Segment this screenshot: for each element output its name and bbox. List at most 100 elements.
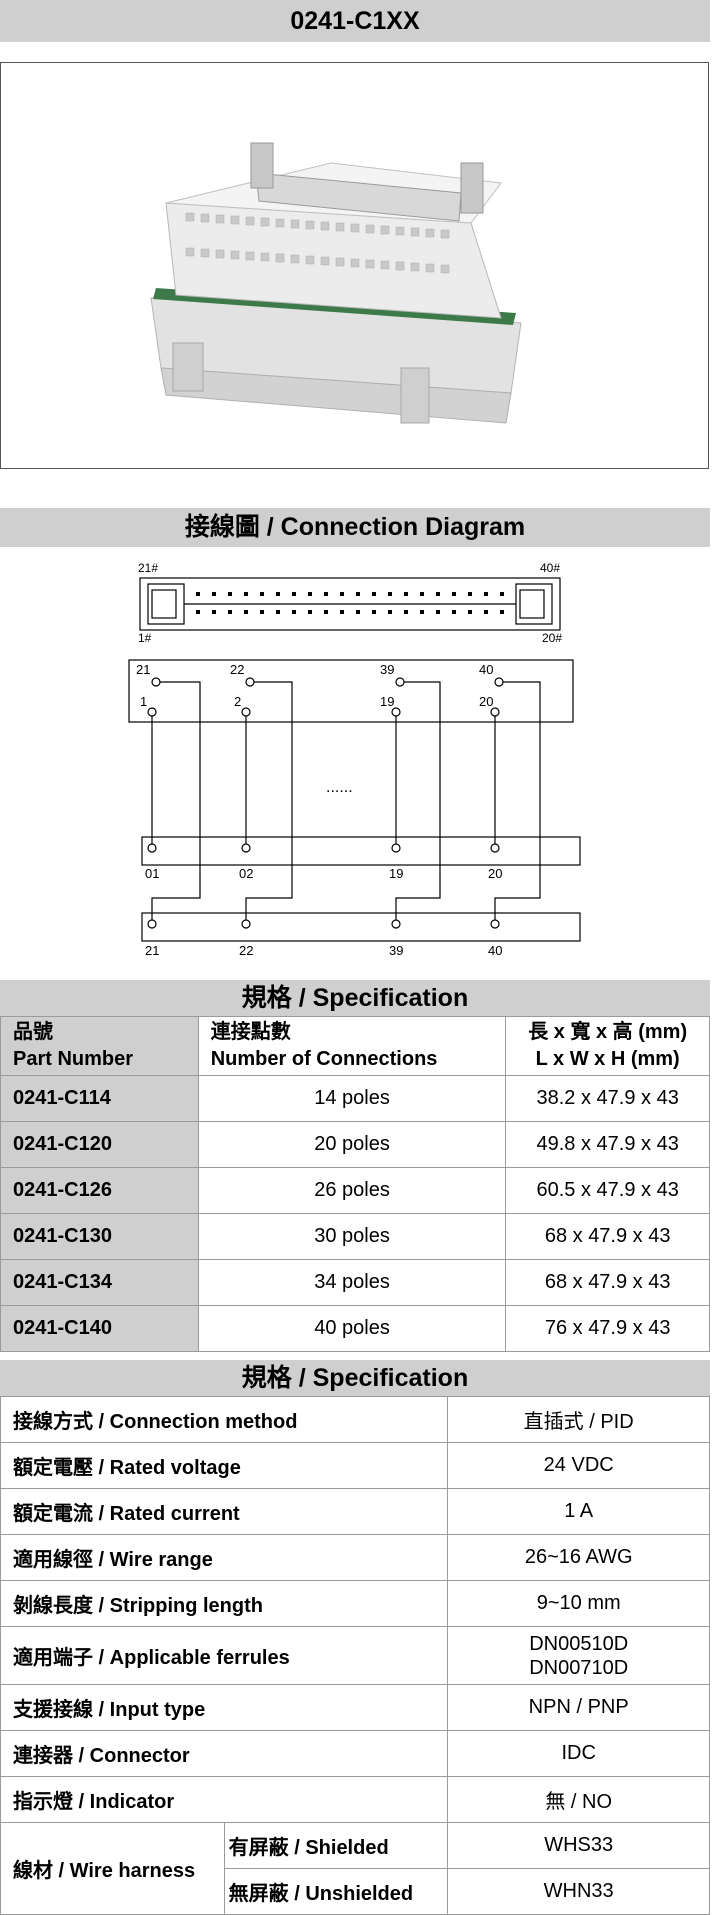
- part-number: 0241-C130: [0, 1213, 199, 1260]
- part-number: 0241-C134: [0, 1259, 199, 1306]
- ellipsis: ......: [326, 779, 353, 796]
- spec-label: 額定電流 / Rated current: [0, 1488, 449, 1535]
- spec-label: 連接器 / Connector: [0, 1730, 449, 1777]
- wire-harness-label: 線材 / Wire harness: [0, 1822, 225, 1915]
- spec-label: 支援接線 / Input type: [0, 1684, 449, 1731]
- table-row: 0241-C130 30 poles 68 x 47.9 x 43: [0, 1213, 710, 1260]
- spec-value: 無 / NO: [447, 1776, 710, 1823]
- header-connections-en: Number of Connections: [210, 1048, 438, 1070]
- spec-value: 直插式 / PID: [447, 1396, 710, 1443]
- header-pin-label: 1#: [138, 631, 152, 645]
- spec-value: DN00510D DN00710D: [447, 1626, 710, 1685]
- table-row: 接線方式 / Connection method 直插式 / PID: [0, 1396, 710, 1443]
- table-row: 0241-C126 26 poles 60.5 x 47.9 x 43: [0, 1167, 710, 1214]
- header-part-number-en: Part Number: [13, 1048, 134, 1070]
- spec-value: IDC: [447, 1730, 710, 1777]
- pin-label: 1: [140, 694, 147, 709]
- unshielded-label: 無屏蔽 / Unshielded: [223, 1868, 449, 1915]
- product-photo: [0, 62, 709, 469]
- pin-label: 19: [380, 694, 394, 709]
- diagram-title: 接線圖 / Connection Diagram: [184, 513, 526, 541]
- dimensions: 60.5 x 47.9 x 43: [505, 1167, 710, 1214]
- connections: 26 poles: [197, 1167, 507, 1214]
- table-row: 無屏蔽 / Unshielded WHN33: [1, 1868, 710, 1915]
- table-row: 適用端子 / Applicable ferrules DN00510D DN00…: [0, 1626, 710, 1685]
- connection-diagram: 21# 40# 1# 20# 21 22 39 40 1 2 19 20 ...…: [128, 561, 581, 958]
- ferrule-value: DN00710D: [529, 1656, 629, 1679]
- spec-value: 26~16 AWG: [447, 1534, 710, 1581]
- table-header-row: 品號 Part Number 連接點數 Number of Connection…: [0, 1016, 710, 1076]
- pin-label: 20: [479, 694, 493, 709]
- table-row: 額定電流 / Rated current 1 A: [0, 1488, 710, 1535]
- pin-label: 22: [230, 662, 244, 677]
- table-row: 額定電壓 / Rated voltage 24 VDC: [0, 1442, 710, 1489]
- header-dimensions-zh: 長 x 寬 x 高 (mm): [528, 1021, 688, 1043]
- spec-label: 指示燈 / Indicator: [0, 1776, 449, 1823]
- terminal-label: 22: [239, 943, 253, 958]
- table-row: 0241-C120 20 poles 49.8 x 47.9 x 43: [0, 1121, 710, 1168]
- header-part-number-zh: 品號: [13, 1021, 53, 1043]
- connections: 30 poles: [197, 1213, 507, 1260]
- connections: 34 poles: [197, 1259, 507, 1306]
- pin-label: 21: [136, 662, 150, 677]
- terminal-label: 39: [389, 943, 403, 958]
- table-row: 0241-C114 14 poles 38.2 x 47.9 x 43: [0, 1075, 710, 1122]
- spec2-title-bar: 規格 / Specification: [0, 1360, 710, 1396]
- diagram-title-bar: 接線圖 / Connection Diagram: [0, 508, 710, 547]
- header-pin-label: 21#: [138, 561, 158, 575]
- connections: 40 poles: [197, 1305, 507, 1352]
- table-row: 連接器 / Connector IDC: [0, 1730, 710, 1777]
- ferrule-value: DN00510D: [529, 1632, 629, 1655]
- terminal-label: 02: [239, 866, 253, 881]
- spec-table-models: 品號 Part Number 連接點數 Number of Connection…: [0, 1016, 710, 1352]
- dimensions: 68 x 47.9 x 43: [505, 1259, 710, 1306]
- dimensions: 38.2 x 47.9 x 43: [505, 1075, 710, 1122]
- terminal-label: 21: [145, 943, 159, 958]
- terminal-label: 20: [488, 866, 502, 881]
- page-title: 0241-C1XX: [290, 7, 420, 35]
- pin-label: 39: [380, 662, 394, 677]
- shielded-label: 有屏蔽 / Shielded: [223, 1822, 449, 1869]
- table-row: 0241-C134 34 poles 68 x 47.9 x 43: [0, 1259, 710, 1306]
- spec1-title-bar: 規格 / Specification: [0, 980, 710, 1016]
- spec-value: 9~10 mm: [447, 1580, 710, 1627]
- spec-value: NPN / PNP: [447, 1684, 710, 1731]
- spec1-title: 規格 / Specification: [241, 984, 469, 1012]
- unshielded-value: WHN33: [447, 1868, 710, 1915]
- part-number: 0241-C120: [0, 1121, 199, 1168]
- spec-label: 額定電壓 / Rated voltage: [0, 1442, 449, 1489]
- pin-label: 2: [234, 694, 241, 709]
- part-number: 0241-C140: [0, 1305, 199, 1352]
- spec2-title: 規格 / Specification: [241, 1364, 469, 1392]
- table-row: 適用線徑 / Wire range 26~16 AWG: [0, 1534, 710, 1581]
- header-pin-label: 40#: [540, 561, 560, 575]
- header-connections-zh: 連接點數: [210, 1021, 291, 1043]
- spec-label: 剝線長度 / Stripping length: [0, 1580, 449, 1627]
- dimensions: 68 x 47.9 x 43: [505, 1213, 710, 1260]
- spec-label: 適用端子 / Applicable ferrules: [0, 1626, 449, 1685]
- table-row: 支援接線 / Input type NPN / PNP: [0, 1684, 710, 1731]
- spec-value: 24 VDC: [447, 1442, 710, 1489]
- spec-table-properties: 接線方式 / Connection method 直插式 / PID 額定電壓 …: [0, 1396, 710, 1915]
- table-row: 指示燈 / Indicator 無 / NO: [0, 1776, 710, 1823]
- terminal-label: 19: [389, 866, 403, 881]
- connections: 20 poles: [197, 1121, 507, 1168]
- table-row: 剝線長度 / Stripping length 9~10 mm: [0, 1580, 710, 1627]
- terminal-block-illustration: [150, 142, 522, 424]
- header-dimensions-en: L x W x H (mm): [535, 1048, 680, 1070]
- spec-label: 接線方式 / Connection method: [0, 1396, 449, 1443]
- spec-value: 1 A: [447, 1488, 710, 1535]
- table-row: 線材 / Wire harness 有屏蔽 / Shielded WHS33: [0, 1822, 710, 1915]
- connections: 14 poles: [197, 1075, 507, 1122]
- part-number: 0241-C114: [0, 1075, 199, 1122]
- part-number: 0241-C126: [0, 1167, 199, 1214]
- header-pin-label: 20#: [542, 631, 562, 645]
- dimensions: 49.8 x 47.9 x 43: [505, 1121, 710, 1168]
- table-row: 0241-C140 40 poles 76 x 47.9 x 43: [0, 1305, 710, 1352]
- shielded-value: WHS33: [447, 1822, 710, 1869]
- spec-label: 適用線徑 / Wire range: [0, 1534, 449, 1581]
- terminal-label: 40: [488, 943, 502, 958]
- terminal-label: 01: [145, 866, 159, 881]
- idc-header: [139, 577, 561, 631]
- pin-label: 40: [479, 662, 493, 677]
